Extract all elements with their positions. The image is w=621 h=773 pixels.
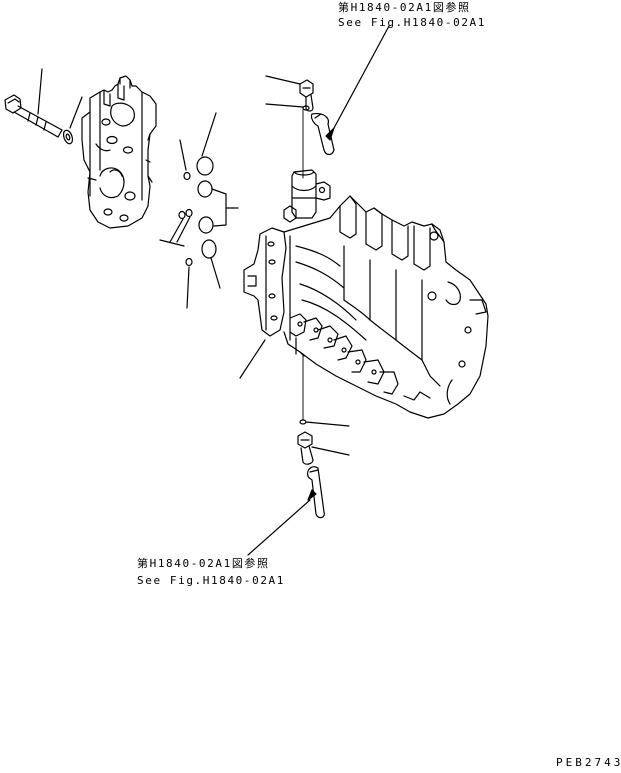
main-control-valve <box>243 169 489 419</box>
small-seal-1 <box>183 171 191 181</box>
o-ring-bottom <box>299 419 307 425</box>
bolt <box>4 94 63 138</box>
o-ring-bracket <box>211 188 239 227</box>
pipe-fitting-top-leader <box>265 75 301 85</box>
pipe-top-leader <box>333 25 390 129</box>
small-seal-4-leader <box>186 266 190 309</box>
reference-top-jp: 第H1840-02A1図参照 <box>338 1 471 14</box>
o-ring-4-leader <box>210 257 221 289</box>
hydraulic-pipe-bottom <box>307 466 325 519</box>
bolt-leader <box>37 68 43 115</box>
small-seal-1-leader <box>179 139 187 171</box>
o-ring-1-leader <box>201 112 217 157</box>
o-ring-2 <box>197 180 213 198</box>
o-ring-3 <box>198 216 214 234</box>
o-ring-top-leader <box>265 103 304 108</box>
o-ring-top <box>302 105 310 111</box>
small-seal-3 <box>185 208 193 218</box>
reference-top-en: See Fig.H1840-02A1 <box>338 16 487 29</box>
valve-leader-left <box>239 339 266 379</box>
pipe-fitting-bottom <box>297 431 314 465</box>
pipe-top-arrow <box>325 127 335 141</box>
figure-code: PEB2743 <box>556 756 621 769</box>
o-ring-bottom-leader <box>305 421 350 427</box>
o-ring-1 <box>196 156 214 176</box>
pipe-bottom-arrow <box>307 489 317 501</box>
reference-bottom-en: See Fig.H1840-02A1 <box>137 574 286 587</box>
reference-bottom-jp: 第H1840-02A1図参照 <box>137 557 270 570</box>
small-seal-2 <box>178 210 186 220</box>
pipe-bottom-leader <box>247 499 311 556</box>
washer-leader <box>69 96 83 129</box>
small-seal-bracket <box>159 216 191 247</box>
o-ring-4 <box>201 239 217 259</box>
pipe-fitting-bottom-leader <box>311 446 350 456</box>
washer <box>62 129 74 145</box>
end-cover-valve <box>81 75 157 229</box>
hydraulic-pipe-top <box>310 113 335 156</box>
small-seal-4 <box>185 257 193 267</box>
pipe-fitting-top <box>299 79 314 112</box>
